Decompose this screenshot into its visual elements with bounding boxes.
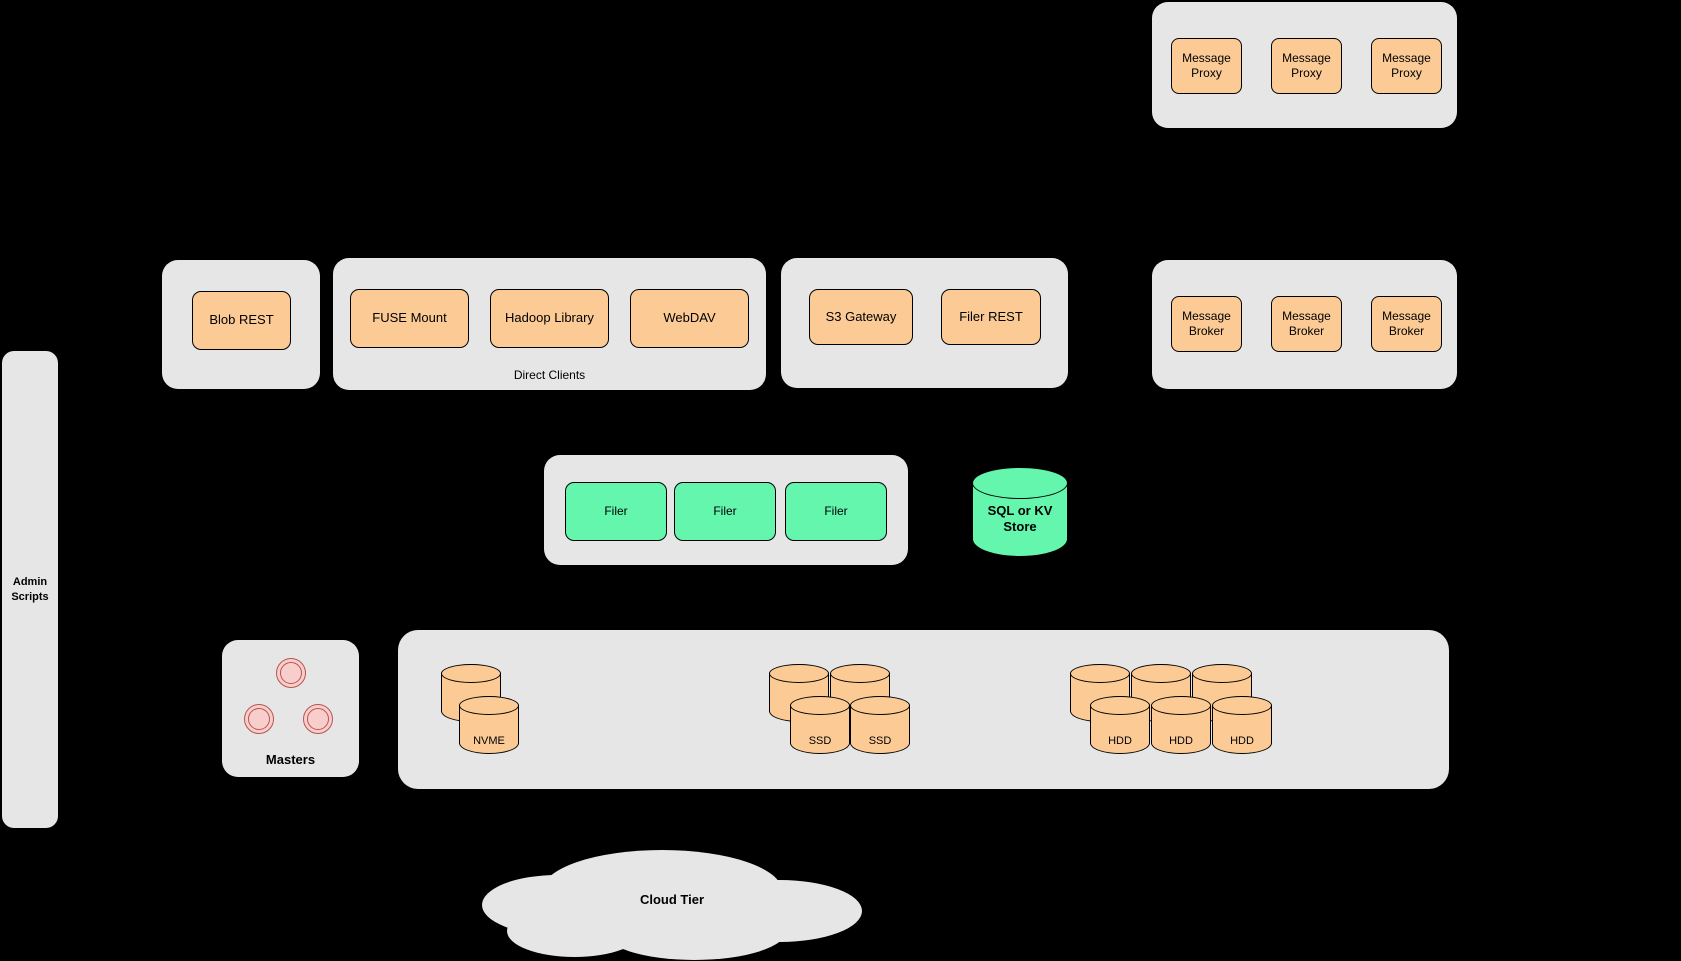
masters-label: Masters [265,752,316,767]
ssd-cylinder: SSD [850,696,910,754]
nvme-label: NVME [473,735,505,747]
node-message-proxy: Message Proxy [1171,38,1242,94]
hdd-label: HDD [1169,735,1193,747]
node-hadoop-library: Hadoop Library [490,289,609,348]
blob-rest-group: Blob REST [162,260,320,389]
ssd-label: SSD [868,735,892,747]
node-blob-rest: Blob REST [192,291,291,350]
master-node-circle [303,704,333,734]
nvme-cylinder: NVME [459,696,519,754]
node-message-broker: Message Broker [1371,296,1442,352]
node-message-broker: Message Broker [1271,296,1342,352]
direct-clients-label: Direct Clients [513,368,586,382]
master-node-circle [276,658,306,688]
cloud-bump [602,900,787,960]
admin-scripts-bar: Admin Scripts [2,351,58,828]
volume-servers-group: NVME SSD SSD HDD HDD HDD [398,630,1449,789]
node-message-broker: Message Broker [1171,296,1242,352]
cloud-tier-label: Cloud Tier [639,892,705,907]
master-node-circle [244,704,274,734]
sql-kv-store-label: SQL or KV Store [987,503,1053,534]
ssd-label: SSD [808,735,832,747]
message-proxy-group: Message Proxy Message Proxy Message Prox… [1152,2,1457,128]
gateway-group: S3 Gateway Filer REST [781,258,1068,388]
ssd-cylinder: SSD [790,696,850,754]
node-filer: Filer [565,482,667,541]
message-broker-group: Message Broker Message Broker Message Br… [1152,260,1457,389]
hdd-cylinder: HDD [1151,696,1211,754]
sql-kv-store-cylinder: SQL or KV Store [972,467,1068,557]
cloud-tier-shape: Cloud Tier [482,850,862,961]
node-filer: Filer [674,482,776,541]
hdd-label: HDD [1108,735,1132,747]
node-webdav: WebDAV [630,289,749,348]
direct-clients-group: FUSE Mount Hadoop Library WebDAV Direct … [333,258,766,390]
node-filer: Filer [785,482,887,541]
filer-group: Filer Filer Filer [544,455,908,565]
hdd-label: HDD [1230,735,1254,747]
hdd-cylinder: HDD [1212,696,1272,754]
node-message-proxy: Message Proxy [1371,38,1442,94]
node-message-proxy: Message Proxy [1271,38,1342,94]
admin-scripts-label: Admin Scripts [11,576,49,603]
node-filer-rest: Filer REST [941,289,1041,345]
hdd-cylinder: HDD [1090,696,1150,754]
masters-group: Masters [222,640,359,777]
node-s3-gateway: S3 Gateway [809,289,913,345]
node-fuse-mount: FUSE Mount [350,289,469,348]
